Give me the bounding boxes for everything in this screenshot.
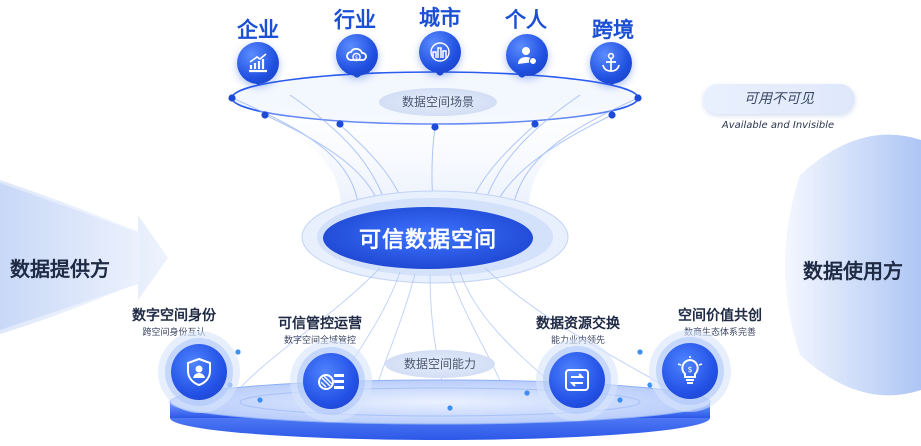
scenario-label-city: 城市 xyxy=(419,6,461,30)
capability-title: 数字空间身份 xyxy=(132,308,216,324)
growth-chart-icon[interactable] xyxy=(237,42,279,84)
core-title: 可信数据空间 xyxy=(358,228,497,253)
provider-label: 数据提供方 xyxy=(10,257,110,281)
capability-subtitle: 数字空间全域管控 xyxy=(283,336,356,346)
capability-title: 空间价值共创 xyxy=(678,308,762,324)
shield-person-icon[interactable] xyxy=(171,344,227,400)
capability-title: 可信管控运营 xyxy=(278,316,362,332)
scene-pill: 数据空间场景 xyxy=(379,88,497,116)
capability-exchange: 数据资源交换 能力业内领先 xyxy=(520,313,636,346)
capability-pill: 数据空间能力 xyxy=(385,350,495,378)
capability-subtitle: 能力业内领先 xyxy=(550,336,605,346)
scenario-label-crossborder: 跨境 xyxy=(592,18,634,42)
capability-subtitle: 跨空间身份互认 xyxy=(142,328,206,338)
lightbulb-money-icon[interactable]: $ xyxy=(662,343,718,399)
svg-text:$: $ xyxy=(687,365,692,374)
money-cloud-icon[interactable]: $ xyxy=(336,34,378,76)
capability-governance: 可信管控运营 数字空间全域管控 xyxy=(262,313,378,346)
control-panel-icon[interactable] xyxy=(303,353,359,409)
capability-identity: 数字空间身份 跨空间身份互认 xyxy=(116,305,232,338)
capability-value: 空间价值共创 数商生态体系完善 xyxy=(662,305,778,338)
city-skyline-icon[interactable] xyxy=(419,31,461,73)
person-icon[interactable] xyxy=(506,34,548,76)
user-label: 数据使用方 xyxy=(803,259,903,283)
scenario-label-personal: 个人 xyxy=(505,8,547,32)
anchor-icon[interactable] xyxy=(590,42,632,84)
scenario-label-industry: 行业 xyxy=(334,8,376,32)
exchange-arrows-icon[interactable] xyxy=(549,352,605,408)
capability-title: 数据资源交换 xyxy=(536,316,620,332)
platform-top xyxy=(169,379,711,425)
core-ellipse xyxy=(323,207,533,269)
tag-pill: 可用不可见 xyxy=(703,84,855,114)
svg-text:$: $ xyxy=(355,55,359,61)
user-arch-shape xyxy=(785,134,921,396)
scenario-label-enterprise: 企业 xyxy=(237,18,279,42)
tag-subtitle: Available and Invisible xyxy=(721,120,835,131)
capability-subtitle: 数商生态体系完善 xyxy=(683,328,756,338)
platform-nodes xyxy=(227,349,653,411)
